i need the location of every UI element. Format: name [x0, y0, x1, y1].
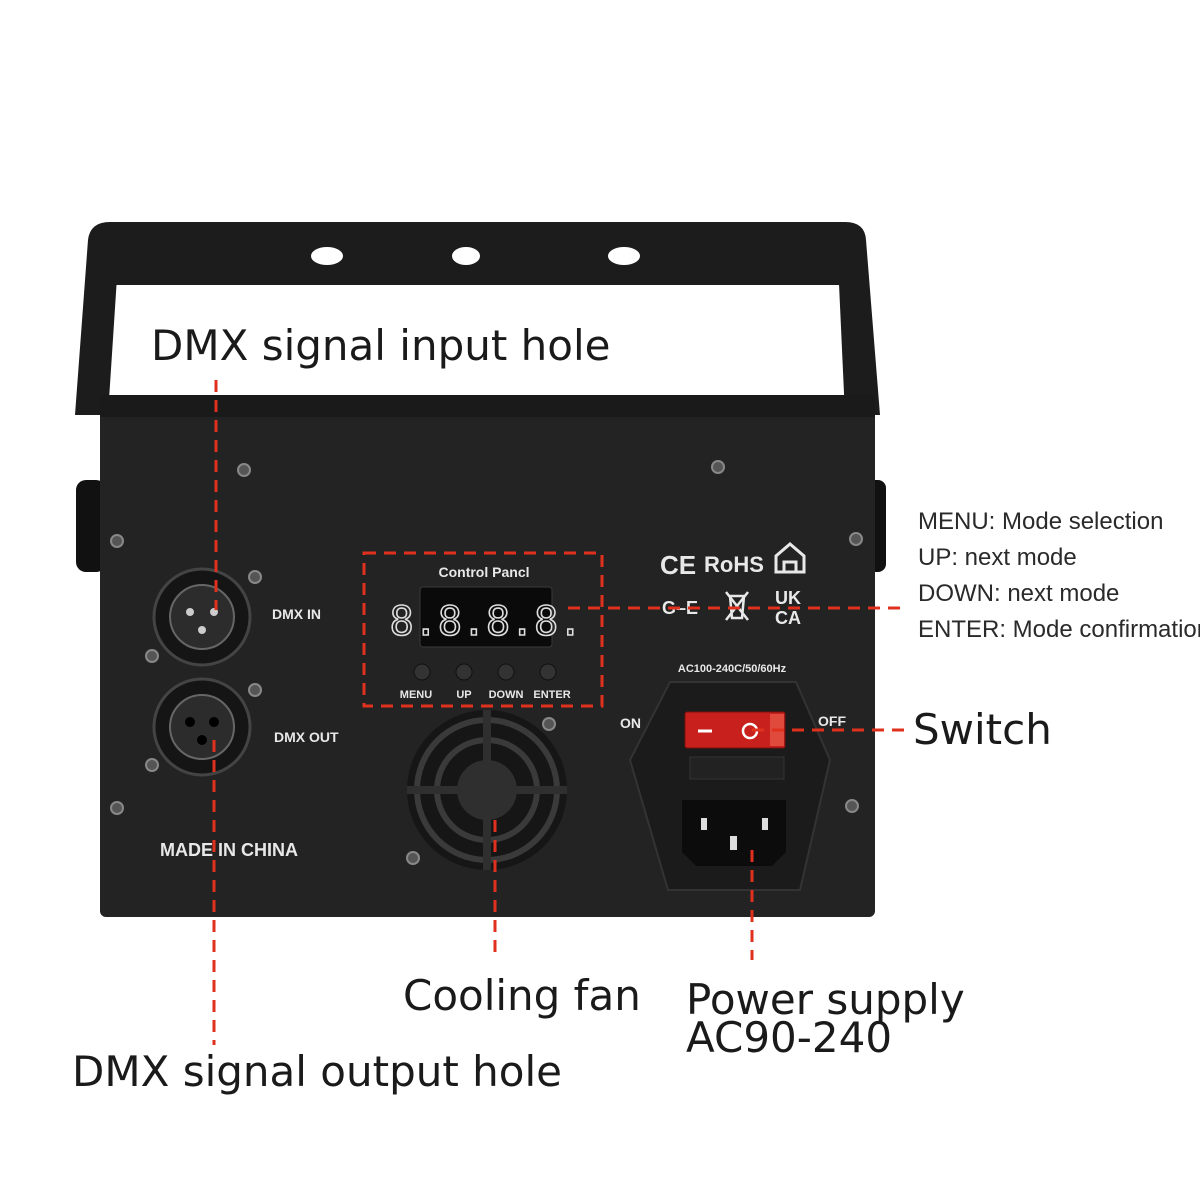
bracket-hole: [452, 247, 480, 265]
house-icon: [774, 542, 806, 574]
power-switch[interactable]: [684, 711, 786, 749]
made-in-label: MADE IN CHINA: [160, 840, 298, 860]
bracket-knob-left: [76, 480, 106, 572]
power-rating: AC100-240C/50/60Hz: [678, 663, 787, 675]
menu-button[interactable]: [413, 663, 431, 681]
display-value: 8.8.8.8.: [390, 599, 583, 645]
control-panel-title: Control Pancl: [438, 564, 529, 580]
down-label: DOWN: [489, 689, 524, 701]
cooling-fan-grille: [407, 710, 567, 870]
down-button[interactable]: [497, 663, 515, 681]
ce-mark: CE: [660, 550, 696, 580]
up-label: UP: [456, 689, 471, 701]
menu-label: MENU: [400, 689, 432, 701]
callout-dmx-output: DMX signal output hole: [72, 1047, 562, 1096]
callout-dmx-input: DMX signal input hole: [151, 321, 611, 370]
callout-switch: Switch: [913, 705, 1052, 754]
dmx-in-connector: [152, 567, 252, 667]
callout-cooling-fan: Cooling fan: [403, 971, 641, 1020]
rohs-mark: RoHS: [704, 552, 764, 577]
dmx-out-label: DMX OUT: [274, 729, 339, 745]
switch-on-label: ON: [620, 715, 641, 731]
panel-buttons: [413, 663, 557, 681]
bracket-hole: [608, 247, 640, 265]
weee-bin-icon: [725, 591, 749, 621]
dmx-in-label: DMX IN: [272, 606, 321, 622]
legend-menu: MENU: Mode selection: [918, 508, 1163, 535]
class2-mark: G–E: [662, 598, 698, 618]
bracket-hole: [311, 247, 343, 265]
legend-up: UP: next mode: [918, 544, 1077, 571]
dmx-out-connector: [152, 677, 252, 777]
legend-enter: ENTER: Mode confirmation: [918, 616, 1200, 643]
callout-power-voltage: AC90-240: [686, 1013, 892, 1062]
iec-socket: [682, 800, 786, 866]
enter-button[interactable]: [539, 663, 557, 681]
enter-label: ENTER: [533, 689, 570, 701]
control-panel-highlight: [362, 551, 604, 708]
ukca-mark-bottom: CA: [775, 608, 801, 628]
up-button[interactable]: [455, 663, 473, 681]
callout-power-supply: Power supply: [686, 975, 965, 1024]
led-display: [419, 586, 553, 648]
ukca-mark-top: UK: [775, 588, 801, 608]
switch-off-label: OFF: [818, 713, 846, 729]
legend-down: DOWN: next mode: [918, 580, 1119, 607]
